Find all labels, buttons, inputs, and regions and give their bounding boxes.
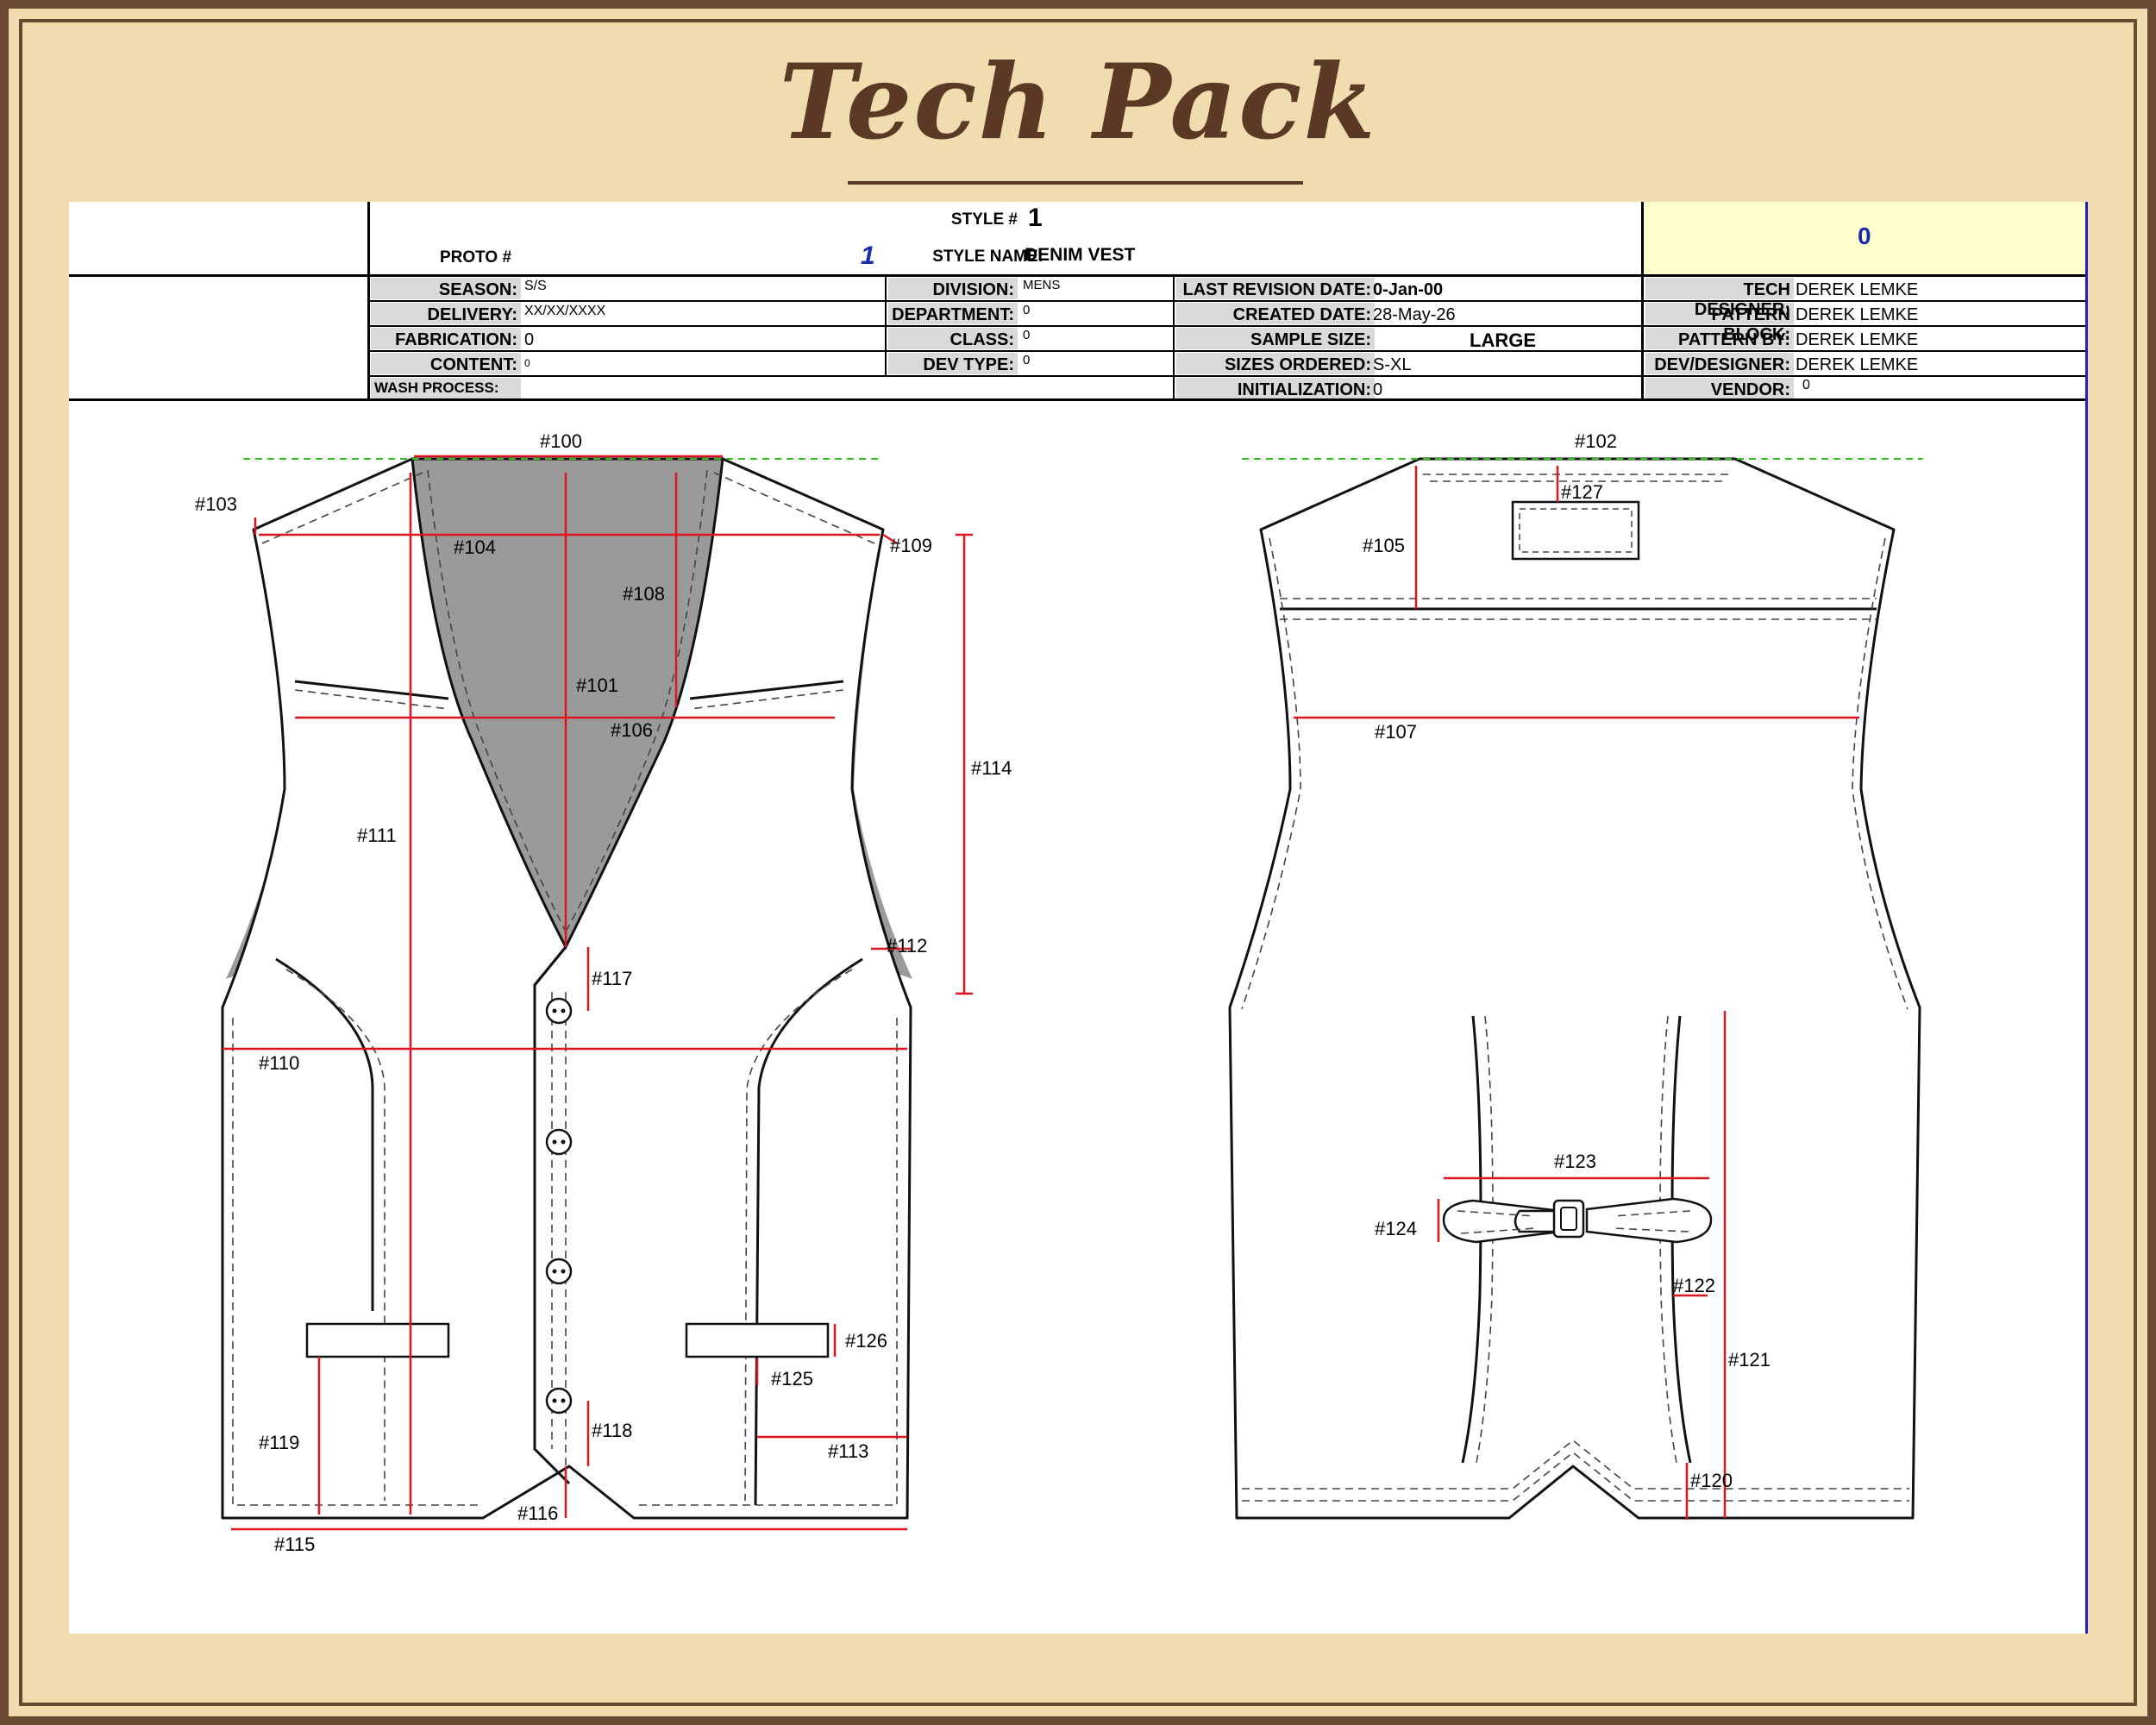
content-label: CONTENT: xyxy=(429,355,517,374)
point-113: #113 xyxy=(828,1440,868,1462)
devtype-value: 0 xyxy=(1023,353,1031,367)
season-value: S/S xyxy=(524,279,547,293)
tech-designer-value: DEREK LEMKE xyxy=(1796,280,1919,299)
tech-designer-label: TECH DESIGNER: xyxy=(1694,280,1790,319)
inner-frame xyxy=(19,19,2137,1706)
style-box-value: 0 xyxy=(1858,223,1871,249)
point-110: #110 xyxy=(259,1052,299,1074)
point-120: #120 xyxy=(1690,1470,1733,1491)
point-103: #103 xyxy=(195,493,237,515)
pattern-by-label: PATTERN BY: xyxy=(1678,330,1790,349)
point-114: #114 xyxy=(971,757,1012,779)
point-111: #111 xyxy=(357,825,397,846)
front-body-outline xyxy=(221,457,912,1520)
pattern-by-value: DEREK LEMKE xyxy=(1796,330,1919,349)
right-welt-pocket xyxy=(685,1322,830,1358)
dev-designer-label: DEV/DESIGNER: xyxy=(1654,355,1790,374)
left-welt-pocket xyxy=(305,1322,450,1358)
created-value: 28-May-26 xyxy=(1373,305,1456,324)
last-revision-label: LAST REVISION DATE: xyxy=(1182,280,1371,299)
pattern-block-label: PATTERN BLOCK: xyxy=(1711,305,1790,344)
sample-size-value: LARGE xyxy=(1470,329,1536,351)
initialization-label: INITIALIZATION: xyxy=(1237,380,1371,399)
point-115: #115 xyxy=(274,1534,315,1555)
back-view xyxy=(1228,457,1923,1520)
point-118: #118 xyxy=(592,1420,632,1441)
fabrication-value: 0 xyxy=(524,330,535,349)
point-116: #116 xyxy=(517,1502,558,1524)
point-119: #119 xyxy=(259,1432,299,1453)
point-126: #126 xyxy=(845,1330,887,1352)
point-108: #108 xyxy=(623,583,665,605)
title-underline xyxy=(848,181,1303,185)
back-cinch-belt xyxy=(1442,1197,1713,1244)
delivery-value: XX/XX/XXXX xyxy=(524,304,606,318)
sheet-edge xyxy=(2085,202,2088,1634)
vendor-label: VENDOR: xyxy=(1710,380,1790,399)
department-value: 0 xyxy=(1023,303,1031,317)
proto-label: PROTO # xyxy=(440,248,512,267)
point-127: #127 xyxy=(1561,481,1603,503)
front-view xyxy=(221,455,973,1531)
created-label: CREATED DATE: xyxy=(1232,305,1371,324)
wash-label: WASH PROCESS: xyxy=(374,380,499,396)
point-121: #121 xyxy=(1728,1349,1771,1371)
division-label: DIVISION: xyxy=(932,280,1014,299)
pattern-block-value: DEREK LEMKE xyxy=(1796,305,1919,324)
delivery-label: DELIVERY: xyxy=(427,305,517,324)
initialization-value: 0 xyxy=(1373,380,1383,399)
division-value: MENS xyxy=(1023,278,1061,292)
content-value: 0 xyxy=(524,357,530,369)
proto-value: 1 xyxy=(861,242,875,270)
fabrication-label: FABRICATION: xyxy=(395,330,517,349)
point-124: #124 xyxy=(1375,1218,1417,1239)
back-label-patch xyxy=(1511,500,1640,561)
department-label: DEPARTMENT: xyxy=(892,305,1014,324)
point-107: #107 xyxy=(1375,721,1417,743)
point-106: #106 xyxy=(611,719,653,741)
front-buttons xyxy=(545,997,573,1414)
class-value: 0 xyxy=(1023,328,1031,342)
devtype-label: DEV TYPE: xyxy=(923,355,1014,374)
point-112: #112 xyxy=(887,935,927,957)
back-body-outline xyxy=(1228,457,1921,1520)
sizes-ordered-value: S-XL xyxy=(1373,355,1412,374)
point-109: #109 xyxy=(890,535,932,556)
style-no-label: STYLE # xyxy=(950,210,1018,229)
style-name-value: DENIM VEST xyxy=(1025,245,1136,265)
style-name-label: STYLE NAME: xyxy=(932,248,1044,266)
vendor-value: 0 xyxy=(1802,378,1810,392)
point-100: #100 xyxy=(540,430,582,452)
last-revision-value: 0-Jan-00 xyxy=(1373,280,1444,299)
style-box xyxy=(1644,202,2085,274)
point-101: #101 xyxy=(576,674,618,696)
point-105: #105 xyxy=(1363,535,1405,556)
dev-designer-value: DEREK LEMKE xyxy=(1796,355,1919,374)
class-label: CLASS: xyxy=(950,330,1014,349)
style-no-value: 1 xyxy=(1028,204,1043,232)
point-117: #117 xyxy=(592,968,632,989)
point-123: #123 xyxy=(1554,1151,1596,1172)
point-102: #102 xyxy=(1575,430,1617,452)
point-104: #104 xyxy=(454,536,496,558)
page-title: Tech Pack xyxy=(779,41,1377,163)
point-125: #125 xyxy=(771,1368,813,1389)
sizes-ordered-label: SIZES ORDERED: xyxy=(1224,355,1371,374)
sample-size-label: SAMPLE SIZE: xyxy=(1250,330,1371,349)
season-label: SEASON: xyxy=(438,280,517,299)
point-122: #122 xyxy=(1673,1275,1715,1296)
